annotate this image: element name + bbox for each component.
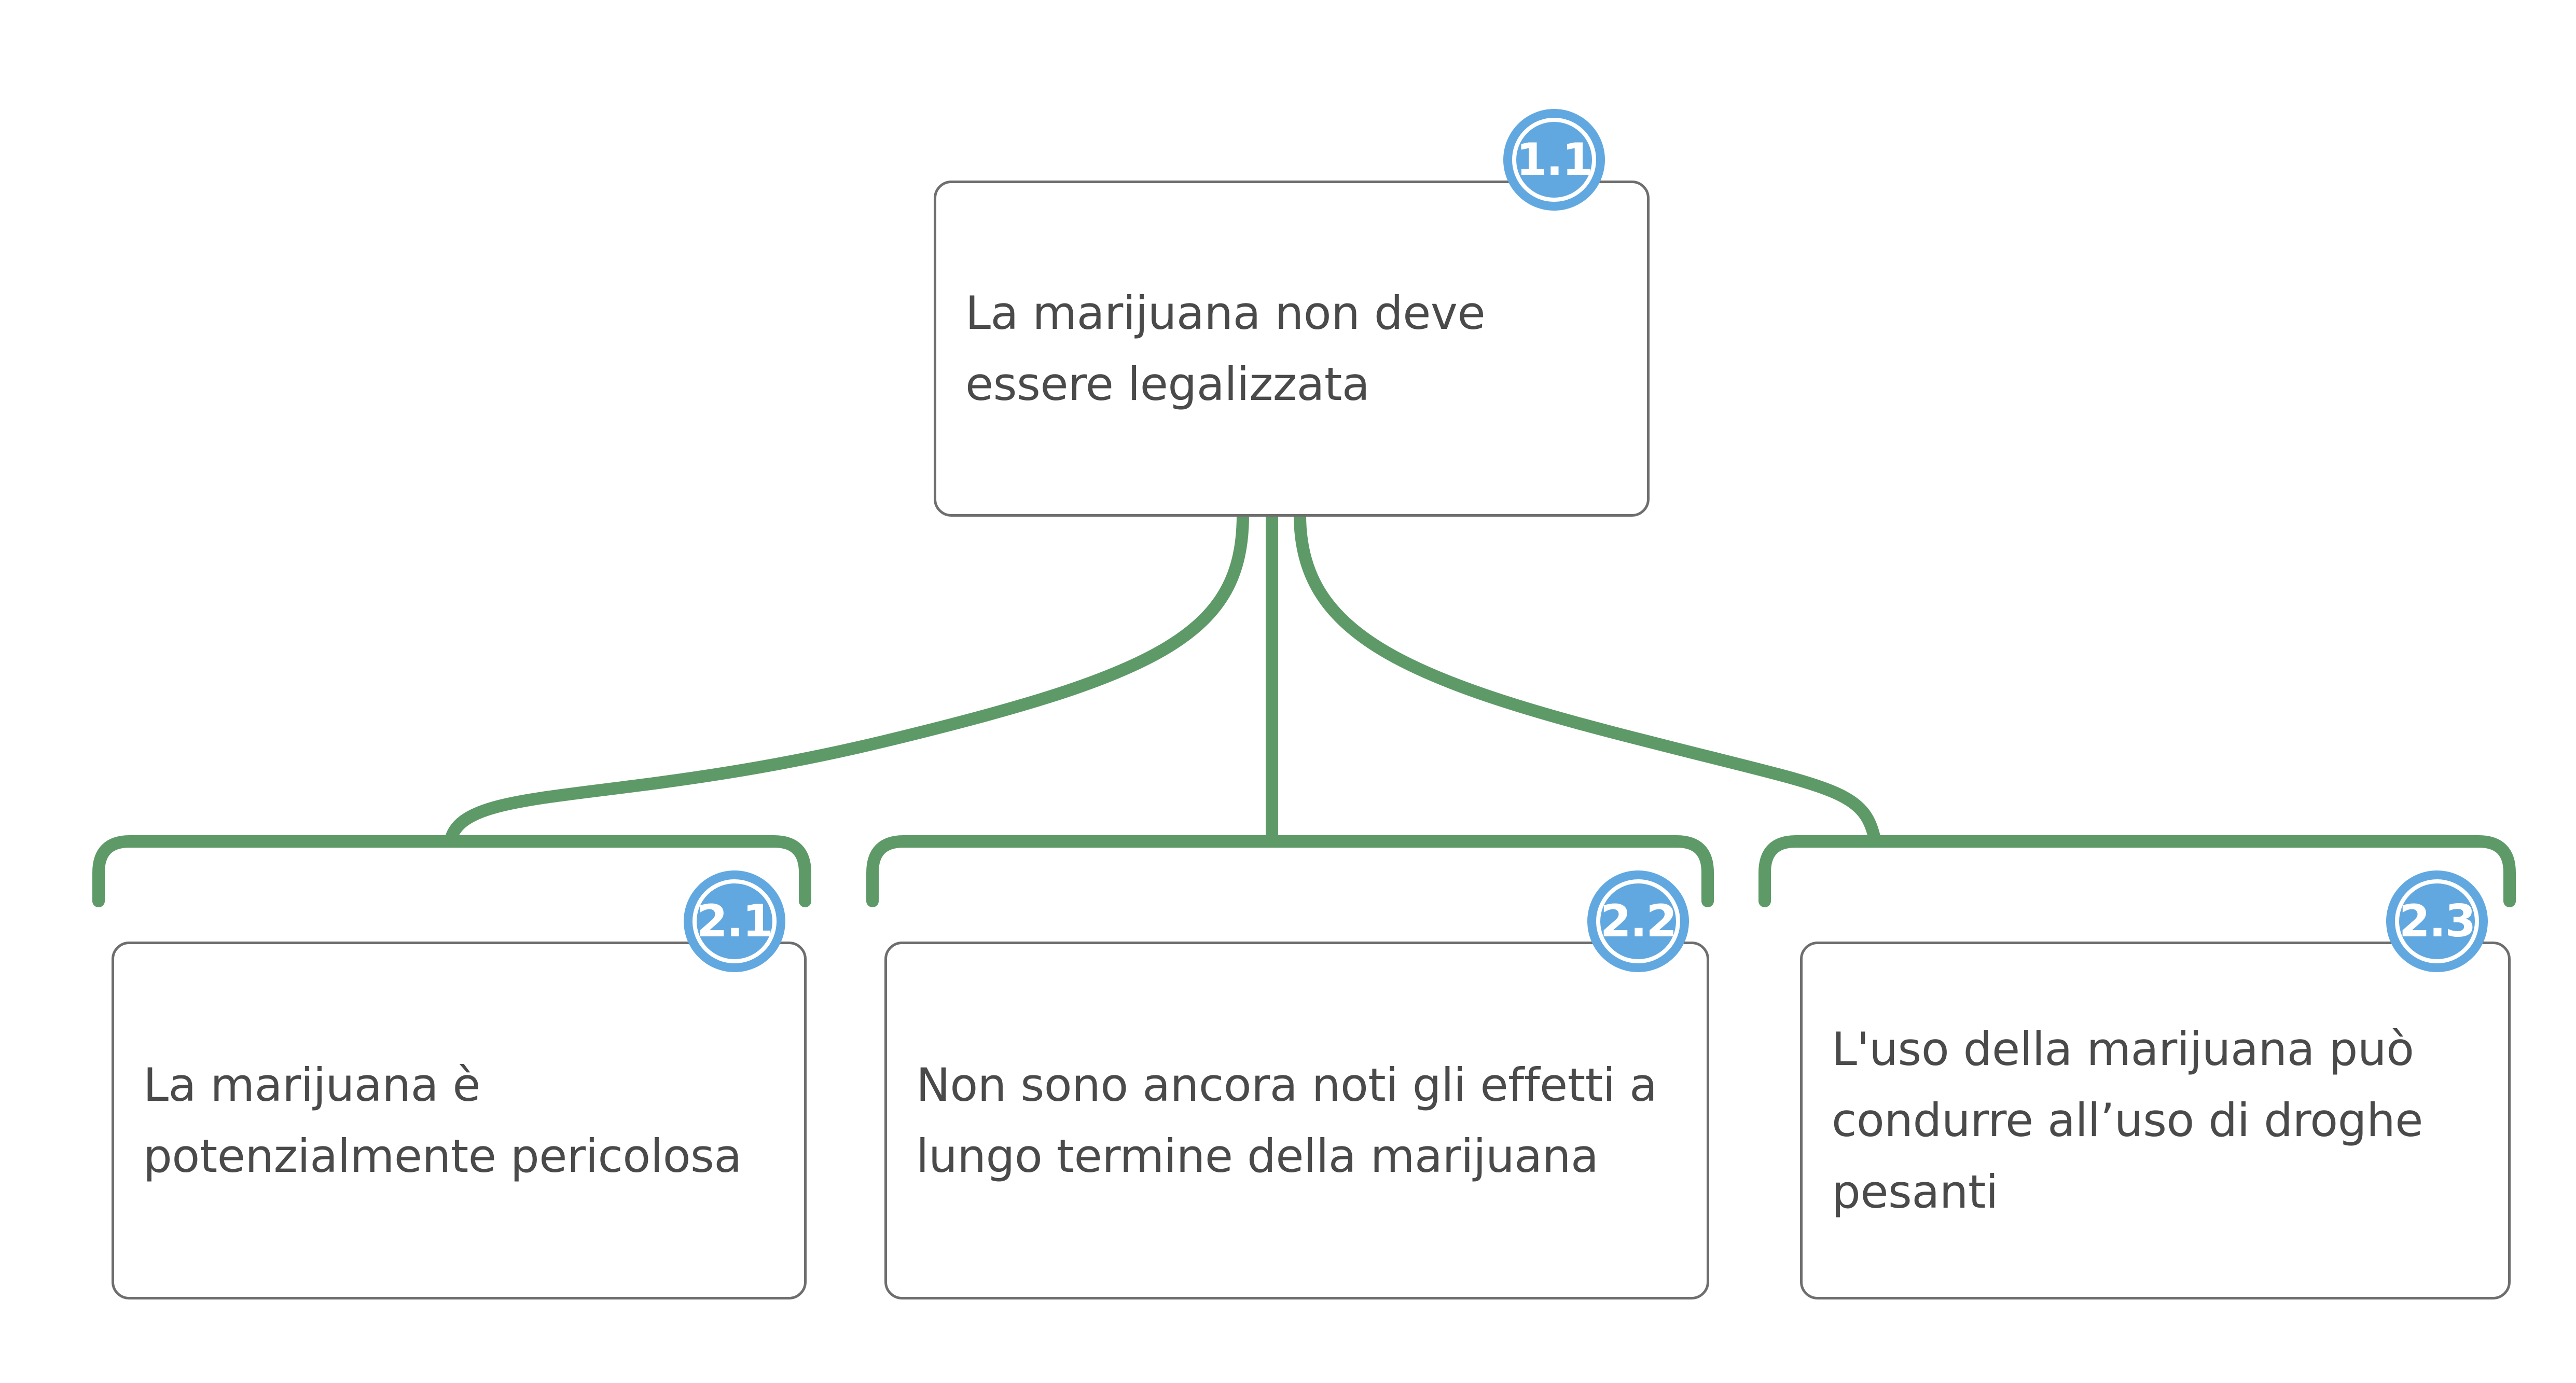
badge-2-1-label: 2.1 [696,895,773,947]
node-2-2[interactable]: Non sono ancora noti gli effetti a lungo… [884,942,1709,1299]
badge-1-1-label: 1.1 [1516,134,1593,186]
node-1-1-text: La marijuana non deve essere legalizzata [965,286,1486,411]
badge-2-1[interactable]: 2.1 [684,870,785,972]
node-2-3[interactable]: L'uso della marijuana può condurre all’u… [1800,942,2511,1299]
node-2-1[interactable]: La marijuana è potenzialmente pericolosa [112,942,807,1299]
badge-2-3[interactable]: 2.3 [2386,870,2488,972]
connector-1-1-to-2-1 [444,509,1249,848]
node-2-1-text: La marijuana è potenzialmente pericolosa [143,1058,742,1183]
node-2-3-text: L'uso della marijuana può condurre all’u… [1832,1022,2423,1219]
connector-1-1-to-2-3 [1294,509,1881,848]
badge-2-2-label: 2.2 [1600,895,1677,947]
node-1-1[interactable]: La marijuana non deve essere legalizzata [934,181,1650,517]
badge-1-1[interactable]: 1.1 [1503,109,1605,211]
node-2-2-text: Non sono ancora noti gli effetti a lungo… [916,1058,1657,1183]
badge-2-3-label: 2.3 [2399,895,2476,947]
badge-2-2[interactable]: 2.2 [1587,870,1689,972]
bracket-2-2 [866,835,1714,907]
